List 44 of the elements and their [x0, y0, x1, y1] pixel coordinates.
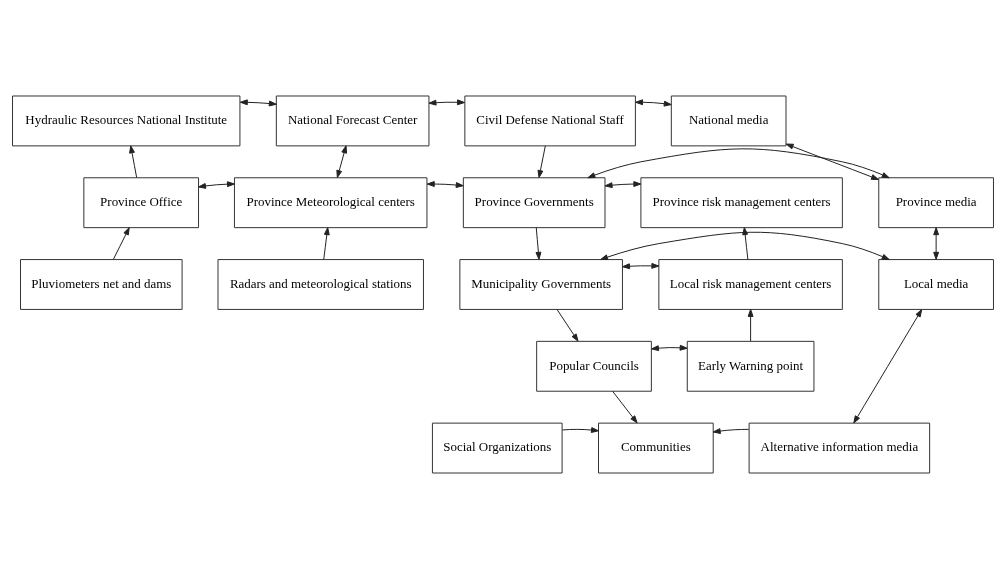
arrow — [742, 226, 749, 260]
node-box: Popular Councils — [536, 340, 652, 392]
arrow — [561, 426, 599, 433]
node-box: Civil Defense National Staff — [464, 95, 636, 146]
node-box: Local media — [878, 258, 994, 310]
arrow — [428, 98, 465, 106]
arrow — [535, 226, 542, 260]
node-box: Communities — [598, 422, 714, 473]
arrow — [426, 180, 464, 188]
node-box: Province media — [878, 176, 994, 228]
node-box: Hydraulic Resources National Institute — [12, 95, 241, 146]
node-box: Pluviometers net and dams — [20, 258, 183, 310]
arrow — [336, 144, 348, 178]
node-box: Radars and meteorological stations — [217, 258, 424, 310]
arrow — [853, 308, 923, 423]
node-box: Province risk management centers — [640, 176, 843, 228]
node-box: National Forecast Center — [275, 95, 430, 146]
node-box: Province Governments — [462, 176, 606, 228]
arrow — [323, 226, 330, 260]
arrow — [537, 144, 546, 178]
node-box: Social Organizations — [431, 422, 563, 473]
node-box: Early Warning point — [686, 340, 815, 392]
arrow — [556, 308, 579, 342]
arrow — [239, 98, 277, 106]
arrow — [635, 98, 672, 107]
arrow — [785, 143, 879, 180]
arrow — [600, 231, 890, 260]
node-box: National media — [670, 95, 787, 146]
node-box: Alternative information media — [748, 422, 931, 473]
arrow — [933, 226, 940, 260]
arrow — [612, 390, 638, 423]
arrow — [604, 180, 642, 188]
arrow — [712, 427, 750, 434]
arrow — [587, 147, 890, 178]
arrow — [747, 308, 754, 342]
arrow — [198, 180, 235, 189]
node-box: Municipality Governments — [459, 258, 623, 310]
node-box: Province Office — [83, 176, 200, 228]
arrow — [622, 262, 660, 269]
arrow — [129, 144, 138, 178]
arrow — [651, 344, 688, 351]
node-box: Province Meteorological centers — [233, 176, 428, 228]
node-box: Local risk management centers — [658, 258, 843, 310]
arrow — [112, 226, 130, 260]
